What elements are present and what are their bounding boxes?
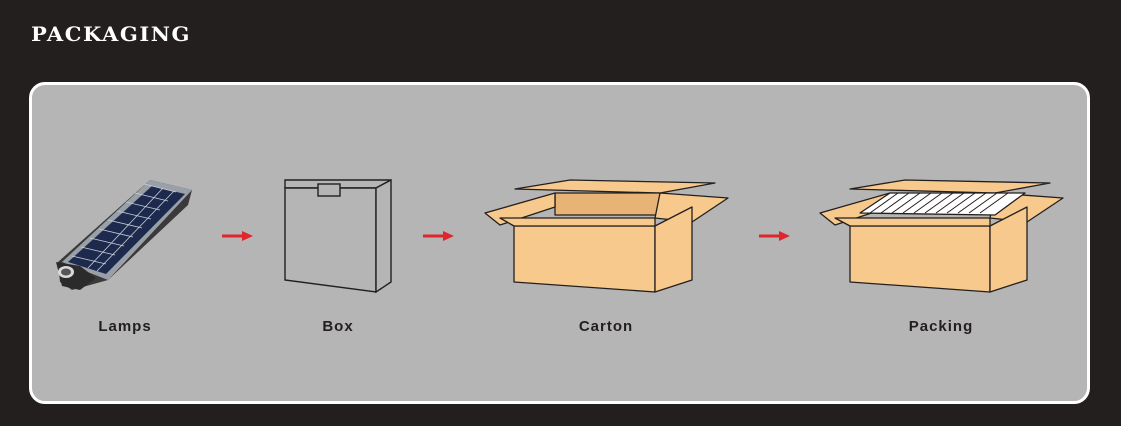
step-label-lamps: Lamps — [98, 318, 152, 335]
step-label-packing: Packing — [908, 318, 974, 335]
step-label-box: Box — [322, 318, 354, 335]
page-title: PACKAGING — [31, 22, 192, 46]
step-label-carton: Carton — [578, 318, 634, 335]
